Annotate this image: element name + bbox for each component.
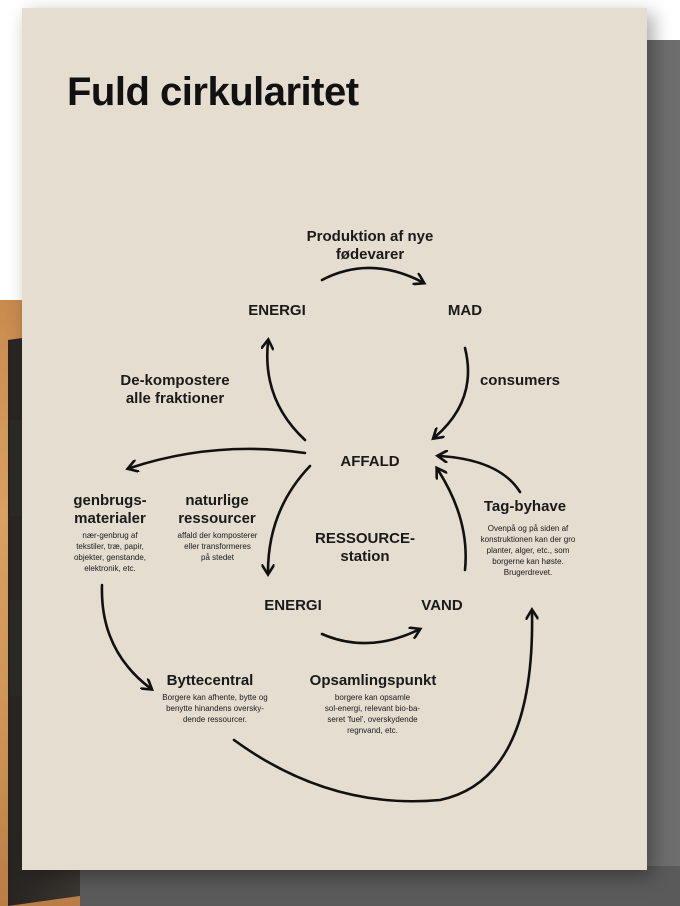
arrow-byttecentral-to-tagbyhave bbox=[232, 612, 532, 803]
node-energi-bottom: ENERGI bbox=[264, 597, 322, 614]
poster-shadow-bottom bbox=[80, 866, 680, 906]
node-ressourcestation: RESSOURCE- station bbox=[314, 530, 415, 565]
arrow-mad-to-affald bbox=[435, 346, 470, 437]
poster bbox=[22, 8, 647, 870]
desc-naturlige-ressourcer: affald der komposterer eller transformer… bbox=[177, 531, 258, 562]
label-consumers: consumers bbox=[479, 372, 561, 389]
arrow-energi-to-mad bbox=[320, 266, 422, 282]
label-byttecentral: Byttecentral bbox=[166, 672, 254, 689]
desc-tagbyhave: Ovenpå og på siden af konstruktionen kan… bbox=[480, 524, 576, 577]
node-mad: MAD bbox=[447, 302, 483, 319]
label-tagbyhave: Tag-byhave bbox=[483, 498, 567, 515]
node-affald: AFFALD bbox=[340, 453, 400, 470]
desc-opsamlingspunkt: borgere kan opsamle sol-energi, relevant… bbox=[324, 693, 421, 735]
label-genbrugsmaterialer: genbrugs- materialer bbox=[73, 492, 147, 527]
arrow-affald-to-naturlige bbox=[268, 464, 312, 572]
arrow-affald-to-genbrug bbox=[130, 447, 307, 468]
node-vand: VAND bbox=[421, 597, 463, 614]
arrow-vand-to-affald bbox=[438, 470, 467, 572]
desc-genbrugsmaterialer: nær-genbrug af tekstiler, træ, papir, ob… bbox=[73, 531, 147, 573]
label-dekompostere: De-kompostere alle fraktioner bbox=[120, 372, 230, 407]
arrow-energi-to-vand bbox=[320, 630, 418, 645]
label-produktion: Produktion af nye fødevarer bbox=[306, 228, 434, 263]
arrow-tagbyhave-to-affald bbox=[440, 456, 522, 494]
label-naturlige-ressourcer: naturlige ressourcer bbox=[178, 492, 256, 527]
poster-title: Fuld cirkularitet bbox=[67, 70, 359, 114]
arrow-genbrug-to-byttecentral bbox=[100, 583, 150, 688]
label-opsamlingspunkt: Opsamlingspunkt bbox=[309, 672, 437, 689]
arrow-affald-to-energi bbox=[267, 342, 307, 442]
desc-byttecentral: Borgere kan afhente, bytte og benytte hi… bbox=[162, 693, 268, 724]
node-energi-top: ENERGI bbox=[248, 302, 306, 319]
